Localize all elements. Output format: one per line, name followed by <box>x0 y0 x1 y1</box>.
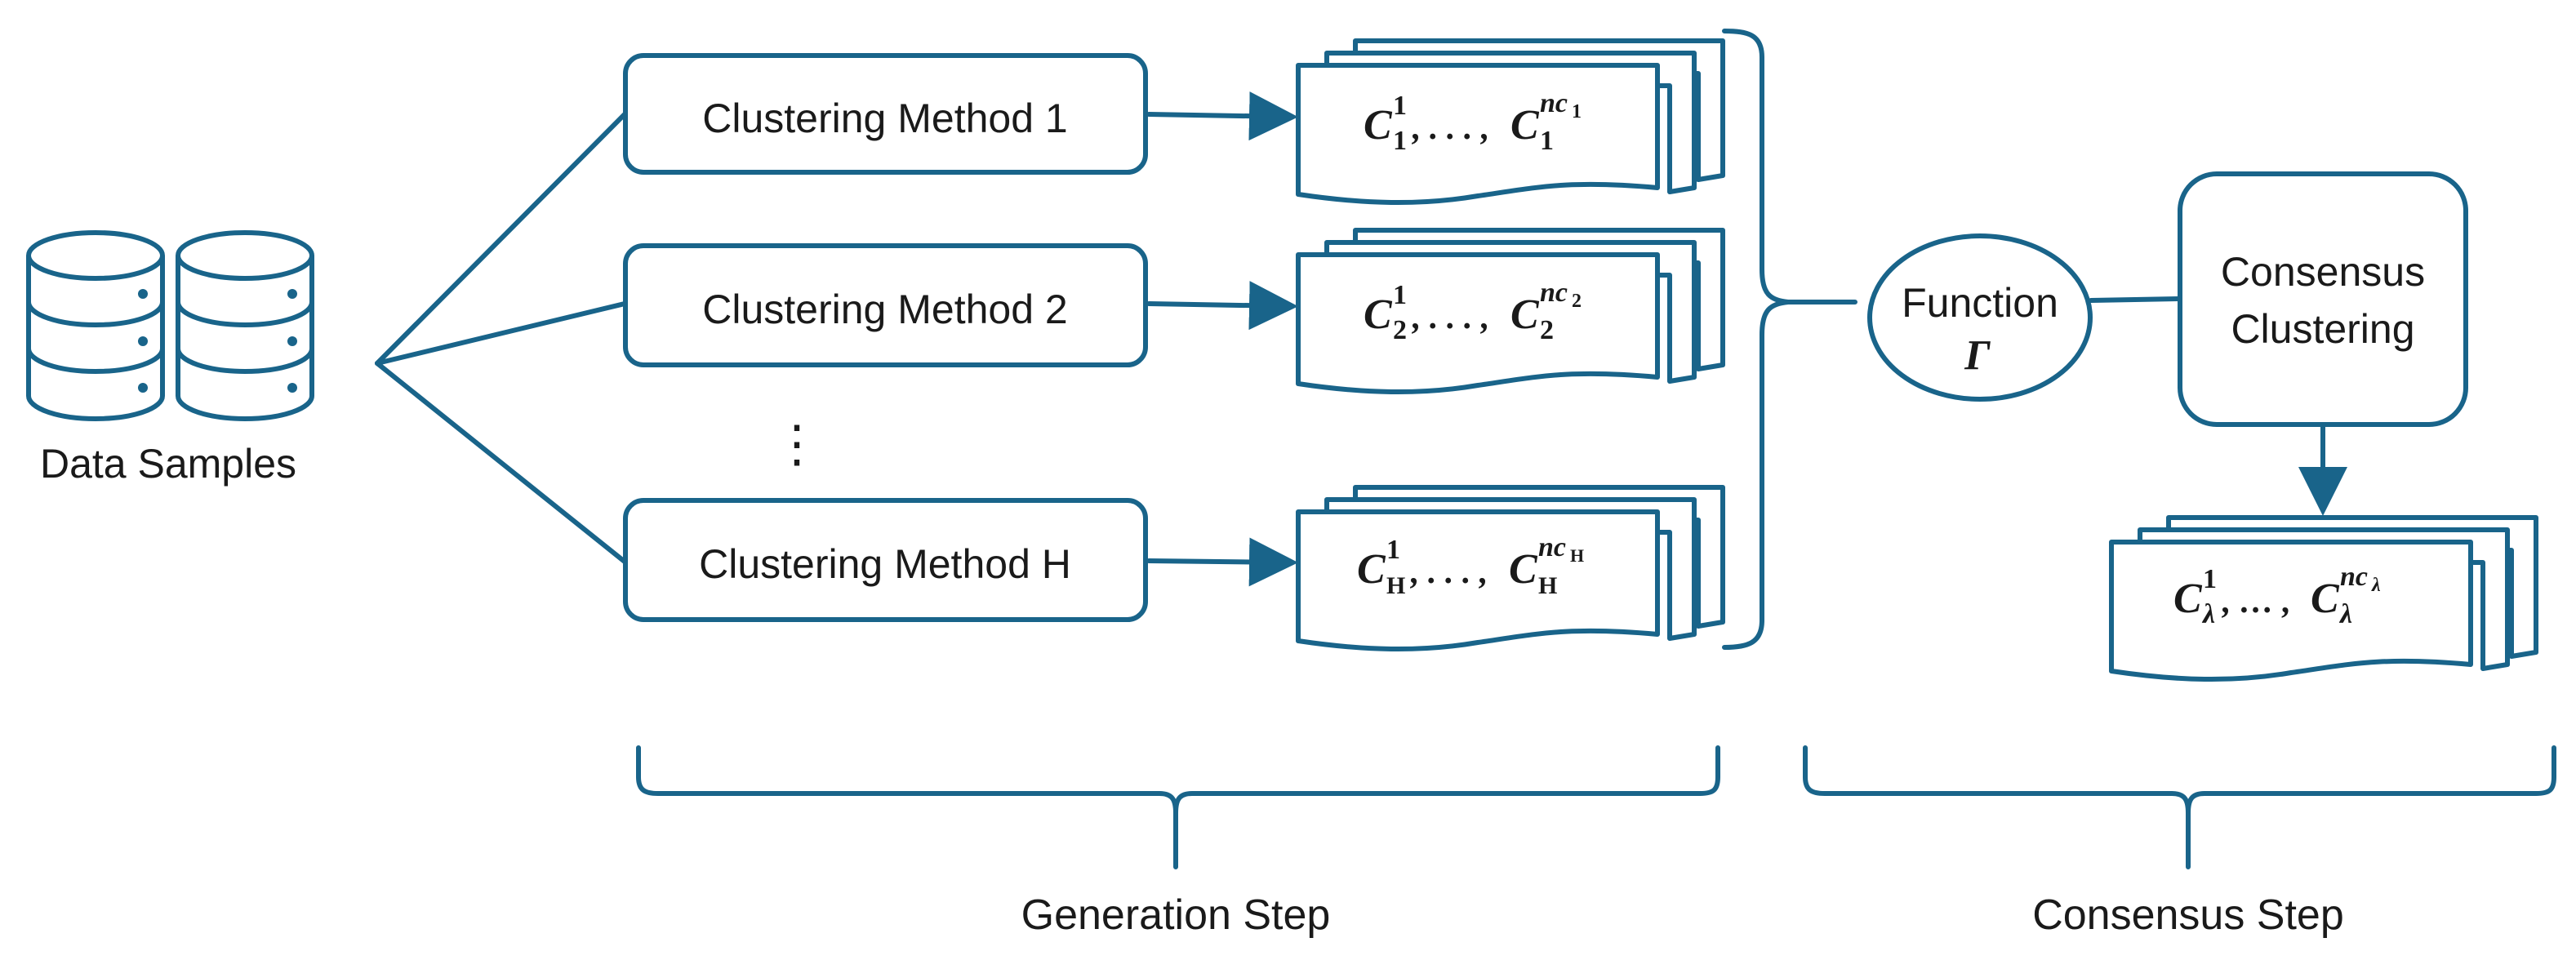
function-node: Function Γ <box>1867 233 2093 402</box>
function-label: Function <box>1902 280 2058 326</box>
svg-text:C: C <box>1364 291 1393 338</box>
partition-set-h: C 1 H , . . . , C nc H H <box>1357 532 1584 599</box>
svg-text:nc: nc <box>1538 532 1566 562</box>
data-samples-label: Data Samples <box>40 441 296 487</box>
svg-text:C: C <box>1510 102 1540 149</box>
svg-text:nc: nc <box>2340 562 2368 592</box>
generation-step-label: Generation Step <box>1021 891 1331 939</box>
svg-text:2: 2 <box>1540 315 1554 345</box>
svg-text:1: 1 <box>1540 126 1554 156</box>
consensus-step-brace <box>1803 745 2556 869</box>
consensus-step-label: Consensus Step <box>2032 891 2344 939</box>
generation-step-brace <box>636 745 1720 869</box>
function-symbol: Γ <box>1964 332 1991 379</box>
svg-text:H: H <box>1570 545 1584 566</box>
output-stack-1: C 1 1 , . . . , C nc 1 1 <box>1298 41 1723 202</box>
partition-set-2: C 1 2 , . . . , C nc 2 2 <box>1364 278 1582 345</box>
method-box-1: Clustering Method 1 <box>623 53 1148 175</box>
svg-text:C: C <box>1510 291 1540 338</box>
svg-text:1: 1 <box>2203 564 2217 594</box>
svg-text:2: 2 <box>1572 291 1582 312</box>
consensus-clustering-box: Consensus Clustering <box>2178 171 2468 427</box>
method-box-2: Clustering Method 2 <box>623 243 1148 367</box>
method-label: Clustering Method 2 <box>702 287 1067 332</box>
svg-text:C: C <box>1509 546 1538 593</box>
outputs-brace <box>1722 29 1857 650</box>
output-stack-2: C 1 2 , . . . , C nc 2 2 <box>1298 230 1723 392</box>
svg-text:, . . . ,: , . . . , <box>1412 109 1490 147</box>
method-output-arrows <box>1146 91 1298 587</box>
svg-text:C: C <box>2173 576 2203 622</box>
method-label: Clustering Method H <box>699 541 1071 587</box>
svg-text:nc: nc <box>1540 278 1568 308</box>
method-box-h: Clustering Method H <box>623 498 1148 622</box>
svg-text:λ: λ <box>2371 575 2381 596</box>
svg-text:C: C <box>2311 576 2340 622</box>
svg-text:C: C <box>1357 546 1386 593</box>
svg-text:, . . . ,: , . . . , <box>1410 553 1488 591</box>
svg-text:1: 1 <box>1393 91 1407 121</box>
svg-text:C: C <box>1364 102 1393 149</box>
output-stack-h: C 1 H , . . . , C nc H H <box>1298 487 1723 649</box>
methods-ellipsis: ⋮ <box>772 416 822 473</box>
svg-text:, … ,: , … , <box>2222 583 2291 620</box>
svg-text:H: H <box>1538 572 1557 599</box>
svg-text:1: 1 <box>1393 280 1407 310</box>
consensus-partition-set: C 1 λ , … , C nc λ λ <box>2173 562 2381 629</box>
consensus-output-stack: C 1 λ , … , C nc λ λ <box>2111 518 2536 679</box>
consensus-label-line2: Clustering <box>2231 306 2414 352</box>
svg-text:H: H <box>1386 572 1405 599</box>
svg-text:1: 1 <box>1572 101 1582 122</box>
svg-text:2: 2 <box>1393 315 1407 345</box>
svg-text:, . . . ,: , . . . , <box>1412 299 1490 336</box>
svg-text:nc: nc <box>1540 88 1568 118</box>
database-icon <box>29 233 312 419</box>
svg-text:λ: λ <box>2338 599 2352 629</box>
svg-text:λ: λ <box>2201 599 2215 629</box>
fan-out-connectors <box>375 112 627 564</box>
partition-set-1: C 1 1 , . . . , C nc 1 1 <box>1364 88 1582 156</box>
svg-text:1: 1 <box>1386 535 1400 565</box>
method-label: Clustering Method 1 <box>702 96 1067 141</box>
svg-text:1: 1 <box>1393 126 1407 156</box>
consensus-label-line1: Consensus <box>2221 249 2425 295</box>
function-to-consensus-connector <box>2089 296 2181 303</box>
